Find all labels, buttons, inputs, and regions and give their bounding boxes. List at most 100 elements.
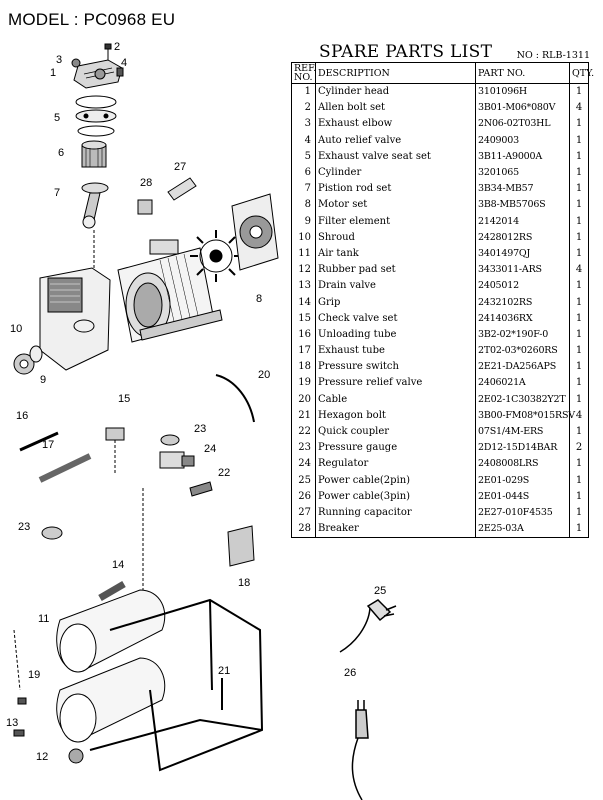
- ref-no-cell: 8: [291, 197, 316, 214]
- part-no-cell: 2409003: [475, 132, 570, 149]
- air-tank-drawing: [56, 589, 264, 772]
- qty-cell: 1: [575, 199, 583, 211]
- ref-no-cell: 23: [291, 440, 316, 457]
- qty-cell: 1: [575, 377, 583, 389]
- ref-no-cell: 9: [291, 213, 316, 230]
- callout-3: 3: [56, 54, 62, 66]
- part-no-cell: 2142014: [475, 213, 570, 230]
- callout-6: 6: [58, 147, 64, 159]
- model-title: MODEL : PC0968 EU: [8, 10, 176, 29]
- parts-table-header: REF. NO. DESCRIPTION PART NO. QTY.: [291, 62, 594, 84]
- callout-19: 19: [28, 669, 40, 681]
- ref-no-cell: 16: [291, 326, 316, 343]
- col-ref-no: REF. NO.: [291, 62, 316, 84]
- ref-no-cell: 13: [291, 278, 316, 295]
- callout-7: 7: [54, 187, 60, 199]
- description-cell: Cylinder head: [315, 83, 476, 101]
- ref-no-cell: 18: [291, 359, 316, 376]
- description-cell: Grip: [315, 294, 476, 311]
- part-no-cell: 2E01-044S: [475, 488, 570, 505]
- ref-no-cell: 2: [291, 100, 316, 117]
- description-cell: Pressure gauge: [315, 440, 476, 457]
- qty-cell: 1: [575, 231, 583, 243]
- callout-18: 18: [238, 577, 250, 589]
- ref-no-cell: 21: [291, 407, 316, 424]
- part-no-cell: 3B11-A9000A: [475, 148, 570, 165]
- qty-cell: 4: [575, 264, 583, 276]
- qty-cell: 4: [575, 102, 583, 114]
- description-cell: Quick coupler: [315, 423, 476, 441]
- part-no-cell: 2E01-029S: [475, 472, 570, 489]
- qty-cell: 2: [575, 442, 583, 454]
- ref-no-cell: 26: [291, 488, 316, 505]
- qty-cell: 4: [575, 409, 583, 421]
- ref-no-cell: 1: [291, 83, 316, 101]
- part-no-cell: 07S1/4M-ERS: [475, 423, 570, 441]
- description-cell: Filter element: [315, 213, 476, 230]
- qty-cell: 1: [575, 296, 583, 308]
- part-no-cell: 3B34-MB57: [475, 181, 570, 198]
- part-no-cell: 3B00-FM08*015RSV: [475, 407, 575, 424]
- description-cell: Auto relief valve: [315, 132, 476, 149]
- callout-25: 25: [374, 585, 386, 597]
- ref-no-cell: 20: [291, 391, 316, 408]
- description-cell: Rubber pad set: [315, 262, 476, 279]
- qty-cell: 1: [575, 118, 583, 130]
- qty-cell: 1: [575, 345, 583, 357]
- qty-cell: 1: [575, 523, 583, 535]
- fan-drawing: [190, 230, 242, 282]
- part-no-cell: 2428012RS: [475, 229, 570, 246]
- part-no-cell: 3B8-MB5706S: [475, 197, 570, 214]
- col-description: DESCRIPTION: [315, 62, 476, 84]
- ref-no-cell: 24: [291, 456, 316, 473]
- callout-13: 13: [6, 717, 18, 729]
- part-no-cell: 2N06-02T03HL: [475, 116, 570, 133]
- ref-no-cell: 22: [291, 423, 316, 441]
- power-cable-diagram: 25 26: [339, 585, 397, 800]
- description-cell: Shroud: [315, 229, 476, 246]
- qty-cell: 1: [575, 490, 583, 502]
- callout-28: 28: [140, 177, 152, 189]
- part-no-cell: 2E25-03A: [475, 521, 570, 538]
- exploded-view-diagram: 1 2 3 4 5 6 7 8 9 10 11 12 13 14 15 16 1…: [6, 41, 279, 772]
- callout-1: 1: [50, 67, 56, 79]
- description-cell: Pistion rod set: [315, 181, 476, 198]
- callout-9: 9: [40, 374, 46, 386]
- description-cell: Exhaust elbow: [315, 116, 476, 133]
- part-no-cell: 2432102RS: [475, 294, 570, 311]
- ref-no-cell: 14: [291, 294, 316, 311]
- qty-cell: 1: [575, 134, 583, 146]
- part-no-cell: 3B01-M06*080V: [475, 100, 570, 117]
- cylinder-head-drawing: [73, 59, 123, 89]
- ref-no-cell: 12: [291, 262, 316, 279]
- description-cell: Regulator: [315, 456, 476, 473]
- ref-no-cell: 15: [291, 310, 316, 327]
- part-no-cell: 2406021A: [475, 375, 570, 392]
- ref-no-cell: 10: [291, 229, 316, 246]
- callout-4: 4: [121, 57, 127, 69]
- ref-no-cell: 7: [291, 181, 316, 198]
- part-no-cell: 2E02-1C30382Y2T: [475, 391, 570, 408]
- description-cell: Check valve set: [315, 310, 476, 327]
- callout-23: 23: [194, 423, 206, 435]
- ref-no-cell: 28: [291, 521, 316, 538]
- description-cell: Allen bolt set: [315, 100, 476, 117]
- ref-no-cell: 25: [291, 472, 316, 489]
- description-cell: Pressure switch: [315, 359, 476, 376]
- qty-cell: 1: [575, 167, 583, 179]
